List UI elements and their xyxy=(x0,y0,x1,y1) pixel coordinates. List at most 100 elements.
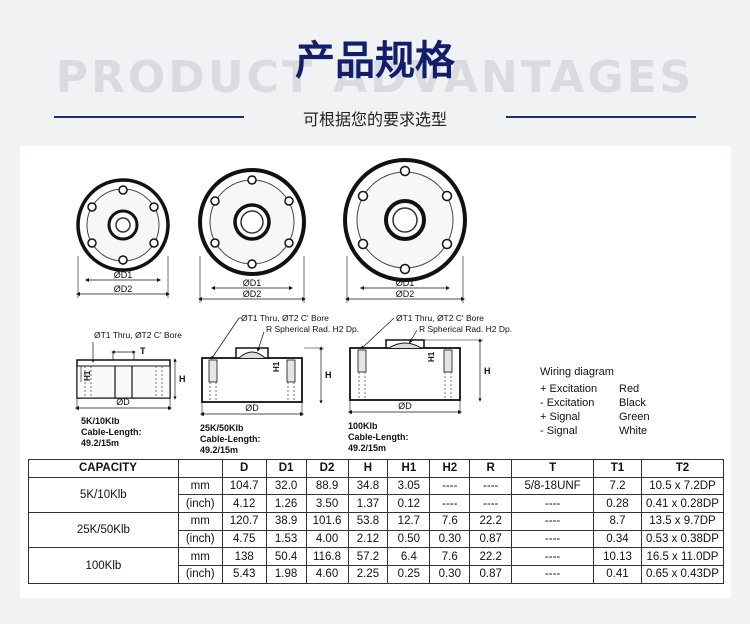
cable-length-label: Cable-Length: xyxy=(200,434,261,444)
table-cell: 1.98 xyxy=(265,565,307,584)
model-caption-100k: 100Klb Cable-Length: 49.2/15m xyxy=(348,421,409,453)
table-row: (inch) 4.12 1.26 3.50 1.37 0.12 ---- ---… xyxy=(29,494,725,514)
d-label-1: ØD xyxy=(116,397,130,407)
table-cell: 0.41 xyxy=(593,565,642,584)
table-cell: 7.6 xyxy=(429,512,471,531)
cable-length-value: 49.2/15m xyxy=(200,445,238,455)
top-view-25k: ØD1 ØD2 xyxy=(198,168,306,303)
table-cell: 0.41 x 0.28DP xyxy=(640,494,725,514)
table-cell: ---- xyxy=(511,547,595,567)
wiring-diagram: Wiring diagram + Excitation Red - Excita… xyxy=(540,366,650,437)
table-cell: ---- xyxy=(429,494,471,514)
model-caption-5k: 5K/10Klb Cable-Length: 49.2/15m xyxy=(81,416,142,448)
table-cell: 8.7 xyxy=(593,512,642,531)
table-row: 25K/50Klb mm 120.7 38.9 101.6 53.8 12.7 … xyxy=(28,512,725,549)
capacity-cell: 5K/10Klb xyxy=(28,476,179,514)
table-cell: 57.2 xyxy=(347,547,389,567)
table-cell: 0.87 xyxy=(469,529,513,549)
table-header-row: CAPACITY D D1 D2 H H1 H2 R T T1 T2 xyxy=(28,459,725,478)
table-cell: ---- xyxy=(511,494,595,514)
top-view-100k: ØD1 ØD2 xyxy=(343,158,467,303)
cable-length-value: 49.2/15m xyxy=(81,438,119,448)
table-cell: 0.30 xyxy=(429,565,471,584)
col-header: T xyxy=(511,459,595,478)
d2-label-3: ØD2 xyxy=(396,289,415,299)
table-cell: 10.5 x 7.2DP xyxy=(640,476,725,496)
d1-label-1: ØD1 xyxy=(114,270,133,280)
model-caption-25k: 25K/50Klb Cable-Length: 49.2/15m xyxy=(200,423,261,455)
divider-left xyxy=(54,116,244,118)
model-name: 5K/10Klb xyxy=(81,416,120,426)
table-cell: ---- xyxy=(469,476,513,496)
table-cell: 138 xyxy=(221,547,267,567)
table-cell: 0.28 xyxy=(593,494,642,514)
table-cell: 38.9 xyxy=(265,512,307,531)
h-label-2: H xyxy=(325,370,332,380)
table-cell: 2.25 xyxy=(347,565,389,584)
table-row: 5K/10Klb mm 104.7 32.0 88.9 34.8 3.05 --… xyxy=(28,476,725,514)
table-cell: 16.5 x 11.0DP xyxy=(640,547,725,567)
table-cell: (inch) xyxy=(177,529,223,549)
d1-label-3: ØD1 xyxy=(396,278,415,288)
wiring-color-4: White xyxy=(619,425,647,437)
wiring-color-1: Red xyxy=(619,383,639,395)
cable-length-label: Cable-Length: xyxy=(81,427,142,437)
table-cell: 10.13 xyxy=(593,547,642,567)
table-cell: 34.8 xyxy=(347,476,389,496)
table-cell: 7.6 xyxy=(429,547,471,567)
table-cell: 22.2 xyxy=(469,512,513,531)
table-cell: 32.0 xyxy=(265,476,307,496)
side-view-5k: ØT1 Thru, ØT2 C' Bore T H H1 ØD xyxy=(75,330,186,410)
model-name: 25K/50Klb xyxy=(200,423,244,433)
table-cell: (inch) xyxy=(177,494,223,514)
h1-label-3: H1 xyxy=(427,351,436,362)
wiring-signal-1: + Excitation xyxy=(540,383,597,395)
h1-label-2: H1 xyxy=(272,361,281,372)
table-cell: 1.37 xyxy=(347,494,389,514)
col-header: T2 xyxy=(640,459,725,478)
capacity-cell: 100Klb xyxy=(28,547,179,584)
table-cell: mm xyxy=(177,476,223,496)
table-cell: 88.9 xyxy=(305,476,349,496)
col-header: H xyxy=(347,459,389,478)
table-cell: 3.50 xyxy=(305,494,349,514)
col-header: H2 xyxy=(429,459,471,478)
top-view-5k: ØD1 ØD2 xyxy=(76,178,170,298)
thru-bore-label-2: ØT1 Thru, ØT2 C' Bore xyxy=(241,313,329,323)
table-cell: 0.25 xyxy=(387,565,431,584)
table-cell: 4.60 xyxy=(305,565,349,584)
col-header: T1 xyxy=(593,459,642,478)
wiring-title: Wiring diagram xyxy=(540,366,614,378)
col-header xyxy=(177,459,223,478)
col-header: D1 xyxy=(265,459,307,478)
d-label-2: ØD xyxy=(245,403,259,413)
table-cell: 104.7 xyxy=(221,476,267,496)
spherical-label-3: R Spherical Rad. H2 Dp. xyxy=(419,324,512,334)
table-cell: 101.6 xyxy=(305,512,349,531)
table-cell: 5.43 xyxy=(221,565,267,584)
wiring-signal-2: - Excitation xyxy=(540,397,594,409)
table-cell: 0.12 xyxy=(387,494,431,514)
wiring-color-2: Black xyxy=(619,397,646,409)
table-cell: (inch) xyxy=(177,565,223,584)
table-cell: 6.4 xyxy=(387,547,431,567)
side-view-25k: ØT1 Thru, ØT2 C' Bore R Spherical Rad. H… xyxy=(200,313,359,416)
d2-label-2: ØD2 xyxy=(243,289,262,299)
table-cell: 0.50 xyxy=(387,529,431,549)
table-cell: 3.05 xyxy=(387,476,431,496)
table-cell: 116.8 xyxy=(305,547,349,567)
h-label-1: H xyxy=(179,374,186,384)
table-cell: 7.2 xyxy=(593,476,642,496)
spec-table: CAPACITY D D1 D2 H H1 H2 R T T1 T2 5K/10… xyxy=(28,459,725,584)
table-cell: ---- xyxy=(511,529,595,549)
d-label-3: ØD xyxy=(398,401,412,411)
table-cell: ---- xyxy=(511,512,595,531)
col-header: H1 xyxy=(387,459,431,478)
table-cell: 12.7 xyxy=(387,512,431,531)
table-cell: 13.5 x 9.7DP xyxy=(640,512,725,531)
table-cell: 120.7 xyxy=(221,512,267,531)
wiring-signal-3: + Signal xyxy=(540,411,580,423)
table-cell: 2.12 xyxy=(347,529,389,549)
wiring-signal-4: - Signal xyxy=(540,425,577,437)
d2-label-1: ØD2 xyxy=(114,284,133,294)
